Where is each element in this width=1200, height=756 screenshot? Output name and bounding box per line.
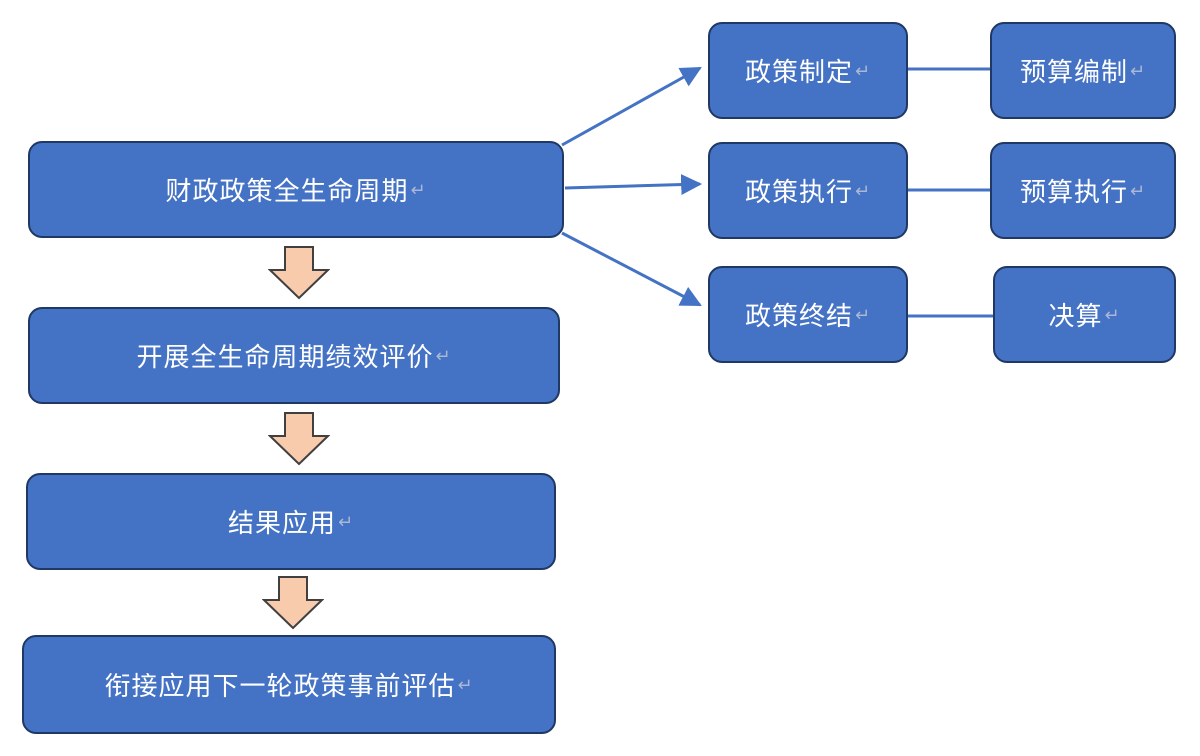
paragraph-mark: ↵	[1129, 61, 1147, 82]
node-next-round: 衔接应用下一轮政策事前评估↵	[22, 635, 556, 734]
paragraph-mark: ↵	[410, 180, 427, 201]
paragraph-mark: ↵	[854, 305, 872, 326]
down-arrow-1	[268, 246, 330, 300]
node-application: 结果应用↵	[26, 473, 556, 570]
connector-lifecycle-to-formulation	[561, 66, 702, 147]
node-evaluation: 开展全生命周期绩效评价↵	[28, 307, 560, 404]
node-application-label: 结果应用	[227, 509, 336, 539]
node-policy-formulation-label: 政策制定	[744, 58, 853, 88]
node-evaluation-label: 开展全生命周期绩效评价	[136, 343, 434, 373]
node-policy-execution-label: 政策执行	[744, 178, 853, 208]
paragraph-mark: ↵	[435, 346, 452, 367]
node-policy-execution: 政策执行↵	[708, 142, 908, 239]
down-arrow-3	[262, 576, 324, 630]
node-final-accounts: 决算↵	[993, 266, 1176, 363]
paragraph-mark: ↵	[854, 181, 872, 202]
node-policy-formulation: 政策制定↵	[708, 22, 908, 119]
node-lifecycle: 财政政策全生命周期↵	[28, 141, 564, 238]
paragraph-mark: ↵	[457, 675, 474, 696]
connector-lifecycle-to-termination	[561, 231, 702, 307]
node-next-round-label: 衔接应用下一轮政策事前评估	[104, 672, 456, 702]
node-budget-execution: 预算执行↵	[990, 142, 1176, 239]
node-final-accounts-label: 决算	[1048, 302, 1103, 332]
paragraph-mark: ↵	[854, 61, 872, 82]
node-budget-execution-label: 预算执行	[1019, 178, 1128, 208]
node-budget-preparation-label: 预算编制	[1019, 58, 1128, 88]
paragraph-mark: ↵	[1129, 181, 1147, 202]
node-policy-termination-label: 政策终结	[744, 302, 853, 332]
paragraph-mark: ↵	[337, 512, 355, 533]
paragraph-mark: ↵	[1104, 305, 1121, 326]
node-policy-termination: 政策终结↵	[708, 266, 908, 363]
node-lifecycle-label: 财政政策全生命周期	[165, 177, 409, 207]
node-budget-preparation: 预算编制↵	[990, 22, 1176, 119]
down-arrow-2	[268, 412, 330, 466]
connector-lifecycle-to-execution	[564, 174, 703, 196]
